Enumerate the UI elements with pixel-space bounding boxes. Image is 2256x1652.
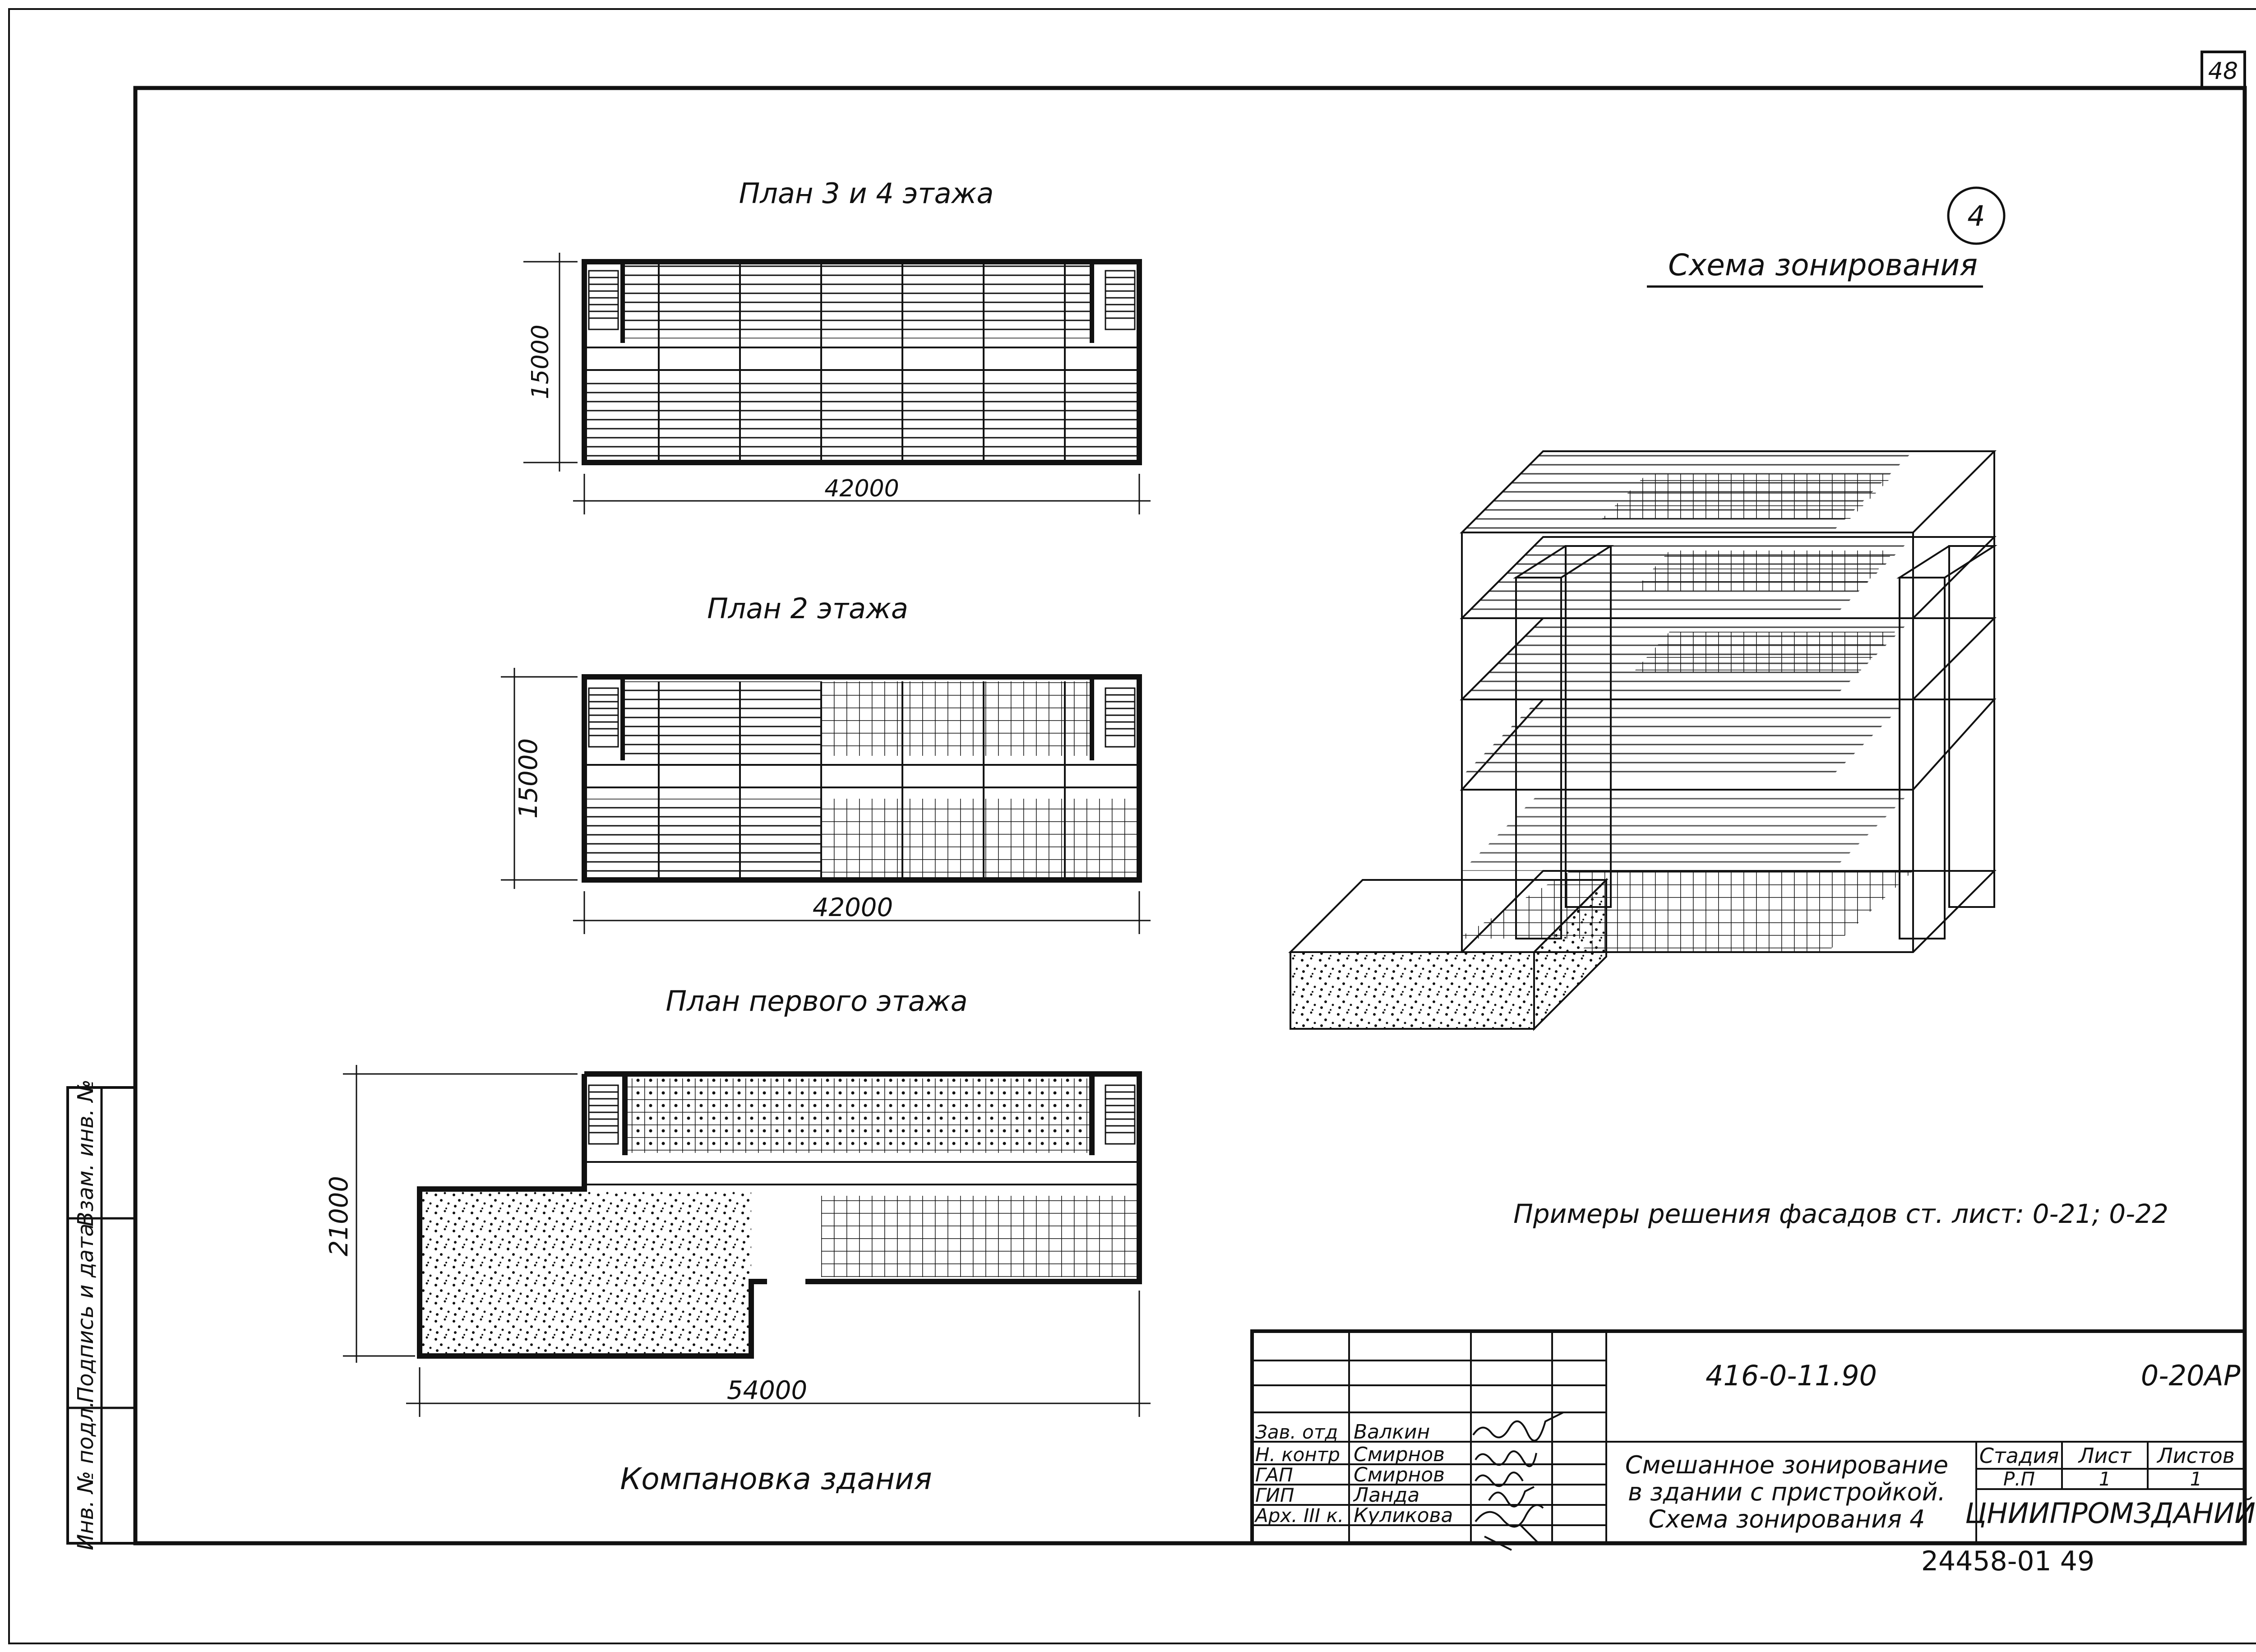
organization: ЦНИИПРОМЗДАНИЙ — [1965, 1496, 2256, 1530]
plan1-title: План первого этажа — [666, 985, 967, 1018]
value-stage: Р.П — [2003, 1468, 2035, 1490]
zone-number: 4 — [1967, 199, 1985, 232]
stamp-inv-no: Инв. № подл. — [73, 1401, 98, 1550]
header-sheets: Листов — [2156, 1444, 2235, 1468]
title-block: 416-0-11.90 0-20АР Смешанное зонирование… — [1250, 1329, 2256, 1551]
description-line-2: в здании с пристройкой. — [1628, 1478, 1946, 1506]
plan1-dim-height: 21000 — [324, 1176, 354, 1256]
inner-frame — [133, 86, 2247, 1546]
stair-icon — [588, 270, 619, 330]
plan2-title: План 2 этажа — [707, 592, 908, 625]
sheet-code: 0-20АР — [2141, 1359, 2241, 1392]
stair-icon — [588, 1084, 619, 1145]
signatory-role: Зав. отд — [1255, 1421, 1338, 1443]
stair-icon — [1105, 1084, 1136, 1145]
stamp-replace-inv: Взам. инв. № — [73, 1079, 98, 1226]
signatory-role: ГИП — [1255, 1484, 1294, 1506]
margin-stamp: Взам. инв. № Подпись и дата Инв. № подл. — [66, 1079, 137, 1550]
stair-icon — [588, 687, 619, 748]
description-line-1: Смешанное зонирование — [1625, 1451, 1948, 1479]
stair-icon — [1105, 270, 1136, 330]
value-sheets: 1 — [2190, 1468, 2202, 1490]
stamp-sign-date: Подпись и дата — [73, 1223, 98, 1403]
plan-floor-2: План 2 этажа 15000 42000 — [501, 592, 1151, 934]
description-line-3: Схема зонирования 4 — [1649, 1505, 1925, 1533]
project-code: 416-0-11.90 — [1706, 1359, 1877, 1392]
signatory-name: Смирнов — [1354, 1463, 1445, 1486]
plan-floor-3-4: План 3 и 4 этажа 15000 42000 — [523, 177, 1151, 514]
plan2-dim-width: 42000 — [813, 893, 893, 922]
signatures — [1472, 1411, 1564, 1551]
signatory-name: Валкин — [1354, 1421, 1430, 1444]
scheme-title: Схема зонирования — [1668, 248, 1978, 282]
zoning-scheme: 4 Схема зонирования — [1288, 186, 2006, 1031]
signatory-name: Смирнов — [1354, 1443, 1445, 1466]
plan-floor-1: План первого этажа 21000 54000 — [324, 985, 1151, 1417]
page-number-box — [2201, 51, 2246, 89]
header-stage: Стадия — [1979, 1444, 2059, 1468]
header-sheet: Лист — [2078, 1444, 2132, 1468]
plan2-dim-height: 15000 — [514, 738, 543, 819]
plan34-title: План 3 и 4 этажа — [739, 177, 994, 210]
layout-caption: Компановка здания — [620, 1462, 932, 1496]
outer-frame — [8, 8, 2256, 1644]
signatory-name: Куликова — [1354, 1504, 1453, 1527]
plan1-dim-width: 54000 — [727, 1376, 807, 1405]
archive-code: 24458-01 49 — [1921, 1546, 2094, 1577]
zone-number-circle — [1947, 186, 2006, 245]
signatory-role: Н. контр — [1255, 1444, 1340, 1466]
value-sheet: 1 — [2099, 1468, 2111, 1490]
facade-note: Примеры решения фасадов ст. лист: 0-21; … — [1513, 1199, 2168, 1229]
stair-icon — [1105, 687, 1136, 748]
page-number: 48 — [2208, 58, 2238, 85]
plan34-dim-height: 15000 — [527, 324, 554, 399]
signatory-role: Арх. III к. — [1254, 1504, 1344, 1527]
plan34-dim-width: 42000 — [824, 475, 899, 502]
signatory-role: ГАП — [1255, 1464, 1293, 1486]
signatory-name: Ланда — [1353, 1484, 1419, 1507]
